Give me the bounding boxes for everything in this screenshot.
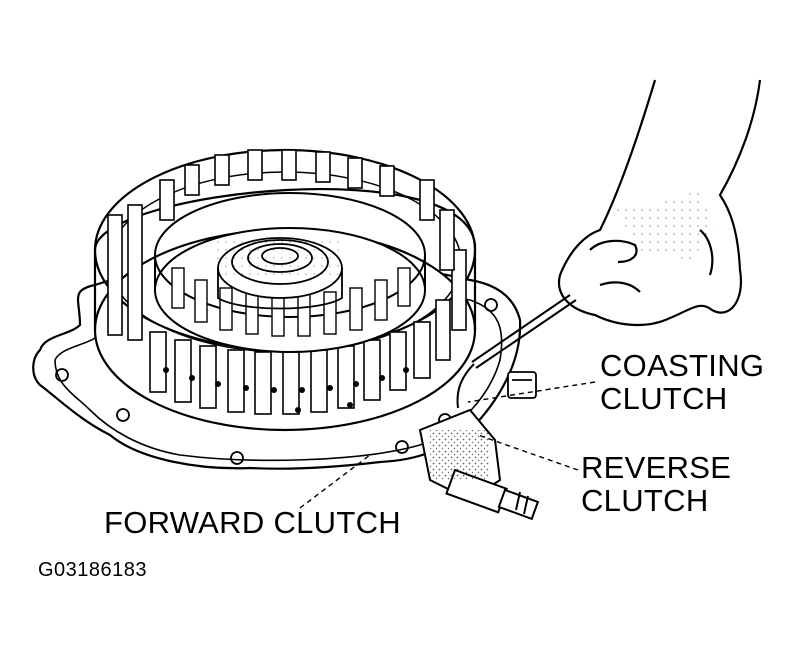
- leader-lines: [299, 381, 596, 509]
- fitting-shading: [430, 430, 490, 480]
- forward-clutch-leader: [299, 454, 371, 509]
- hub-shading: [215, 236, 345, 276]
- drum-spline-holes: [163, 367, 409, 413]
- forward-clutch-label: FORWARD CLUTCH: [104, 505, 401, 540]
- drum-splines: [107, 149, 467, 415]
- hand-shading: [610, 190, 715, 260]
- bolt: [507, 371, 537, 399]
- coasting-clutch-label-line1: COASTING: [600, 348, 765, 383]
- coasting-clutch-label: COASTING CLUTCH: [600, 349, 764, 416]
- reverse-clutch-label-line1: REVERSE: [581, 450, 732, 485]
- figure-id: G03186183: [38, 559, 148, 581]
- feeler-probe: [456, 294, 577, 409]
- reverse-clutch-label-line2: CLUTCH: [581, 483, 709, 519]
- coasting-clutch-label-line2: CLUTCH: [600, 381, 728, 417]
- coasting-clutch-leader: [467, 381, 596, 403]
- reverse-clutch-label: REVERSE CLUTCH: [581, 451, 731, 518]
- inner-drum-splines: [171, 267, 411, 337]
